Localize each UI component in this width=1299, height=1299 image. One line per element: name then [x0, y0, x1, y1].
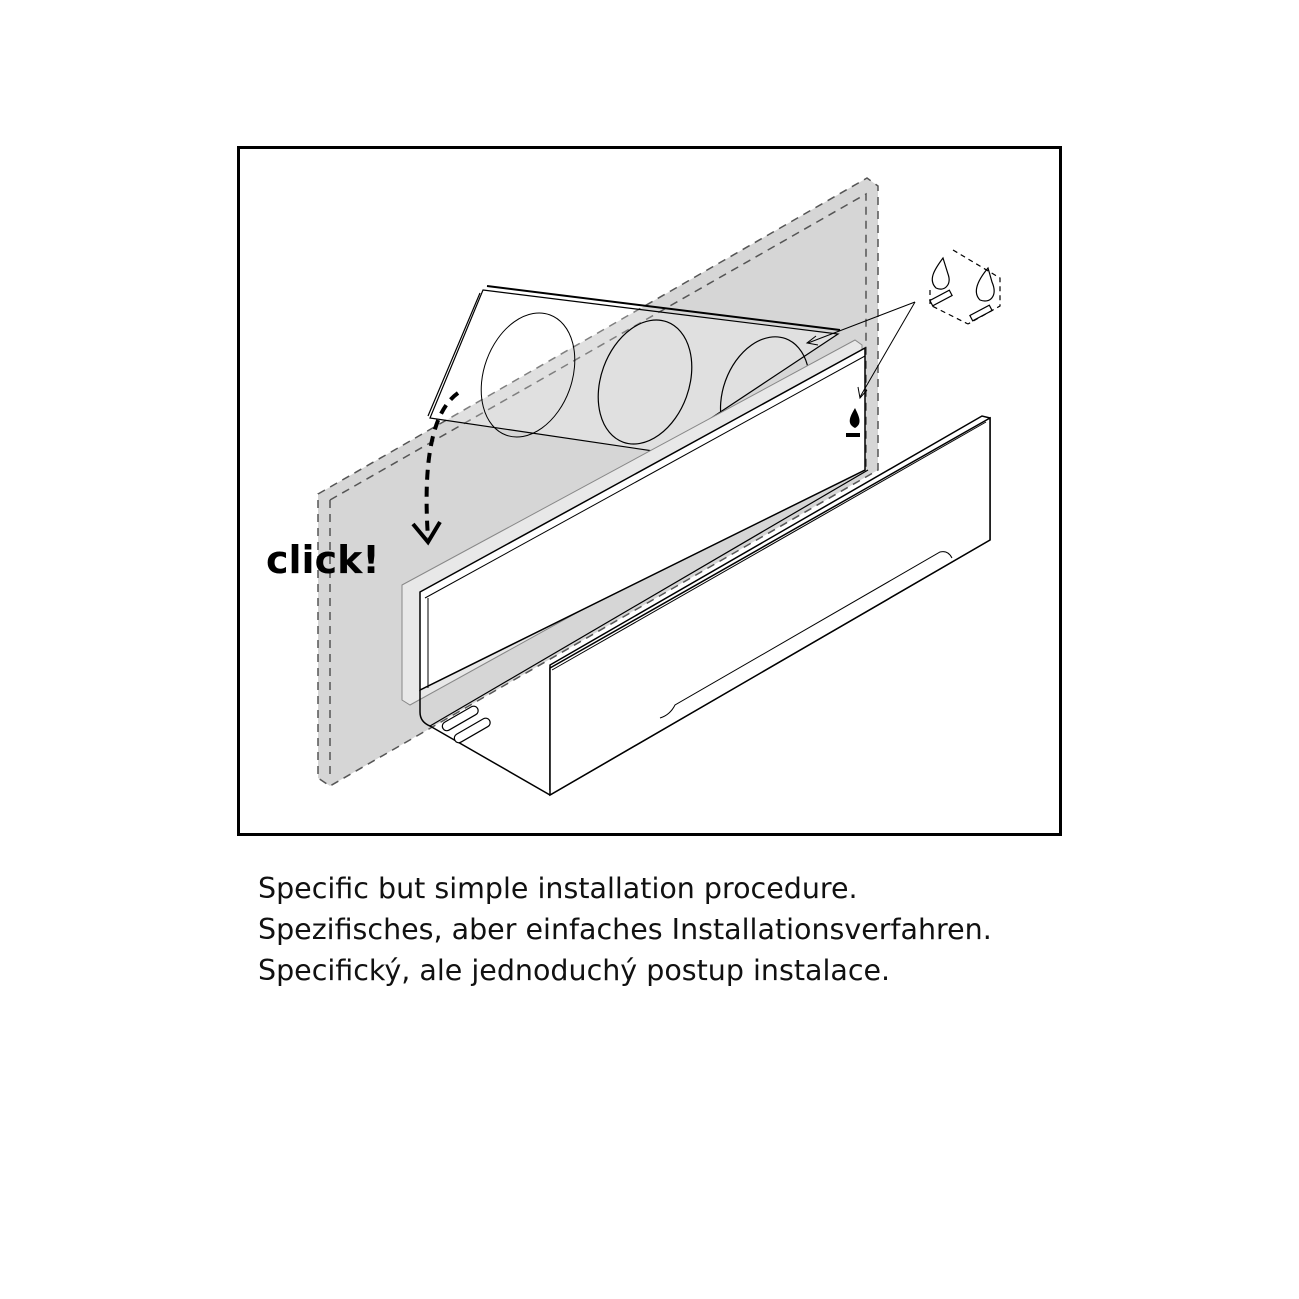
- caption-english: Specific but simple installation procedu…: [258, 872, 858, 905]
- glass-circle: [597, 319, 693, 445]
- click-callout: click!: [266, 538, 380, 582]
- caption-czech: Specifický, ale jednoduchý postup instal…: [258, 954, 891, 987]
- pointer-arrows: [805, 301, 916, 400]
- illustration-frame: [237, 146, 1062, 836]
- wall-dashed-outline: [329, 192, 867, 501]
- caption-german: Spezifisches, aber einfaches Installatio…: [258, 913, 992, 946]
- slot: [453, 717, 491, 744]
- rotate-arrow: [411, 391, 460, 546]
- adhesive-drops-icon: [929, 249, 1001, 325]
- drop-icon: [846, 408, 860, 437]
- glass-circle: [480, 312, 576, 438]
- back-plate: [401, 339, 866, 706]
- slot: [441, 705, 479, 732]
- u-channel: [419, 415, 991, 797]
- caption: Specific but simple installation procedu…: [258, 868, 992, 991]
